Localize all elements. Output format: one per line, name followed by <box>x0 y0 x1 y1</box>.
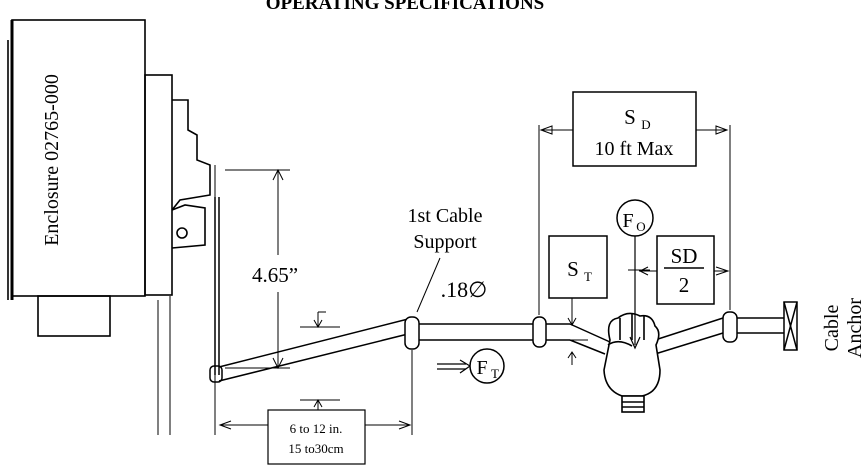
span-dimension <box>218 350 413 435</box>
first-cable-support <box>404 316 420 350</box>
support-leader <box>416 257 441 313</box>
height-label: 4.65” <box>252 263 298 287</box>
half-sd-numerator: SD <box>671 244 698 268</box>
span-label-cm: 15 to30cm <box>288 441 343 456</box>
sd-label: S <box>624 105 636 129</box>
st-box <box>548 235 608 299</box>
cable-anchor-label-1: Cable <box>821 305 843 352</box>
st-label: S <box>567 257 579 281</box>
diameter-marks <box>300 311 340 411</box>
st-subscript: T <box>584 269 592 284</box>
sd-subscript: D <box>641 117 650 132</box>
ft-force-subscript: T <box>491 366 499 381</box>
lever-arm <box>209 197 413 383</box>
cable-anchor-label-2: Anchor <box>844 298 866 358</box>
sd-box <box>572 91 697 167</box>
cable-anchor-icon <box>783 301 798 351</box>
hand-icon <box>603 312 661 413</box>
fo-force-subscript: O <box>636 219 645 234</box>
diagram-title: OPERATING SPECIFICATIONS <box>266 0 545 14</box>
cable-clamp-left <box>532 316 547 348</box>
enclosure <box>7 19 216 435</box>
height-dimension <box>225 168 290 370</box>
sd-max-label: 10 ft Max <box>595 138 674 160</box>
st-dimension <box>562 298 588 365</box>
span-box <box>267 409 366 465</box>
half-sd-dimension <box>638 266 730 276</box>
first-support-label-2: Support <box>413 231 477 253</box>
diameter-label: .18∅ <box>441 277 488 302</box>
half-sd-box <box>656 235 715 305</box>
span-label-in: 6 to 12 in. <box>290 421 343 436</box>
cable-clamp-right <box>722 311 738 343</box>
enclosure-label: Enclosure 02765-000 <box>41 74 63 246</box>
sd-dimension <box>538 125 731 315</box>
ft-arrow-icon <box>437 359 472 374</box>
ft-force-label: F <box>476 357 487 379</box>
fo-arrow-icon <box>629 336 641 350</box>
first-support-label-1: 1st Cable <box>408 205 483 227</box>
fo-force-label: F <box>622 210 633 232</box>
half-sd-denominator: 2 <box>679 273 690 297</box>
ft-force-circle <box>469 348 505 384</box>
